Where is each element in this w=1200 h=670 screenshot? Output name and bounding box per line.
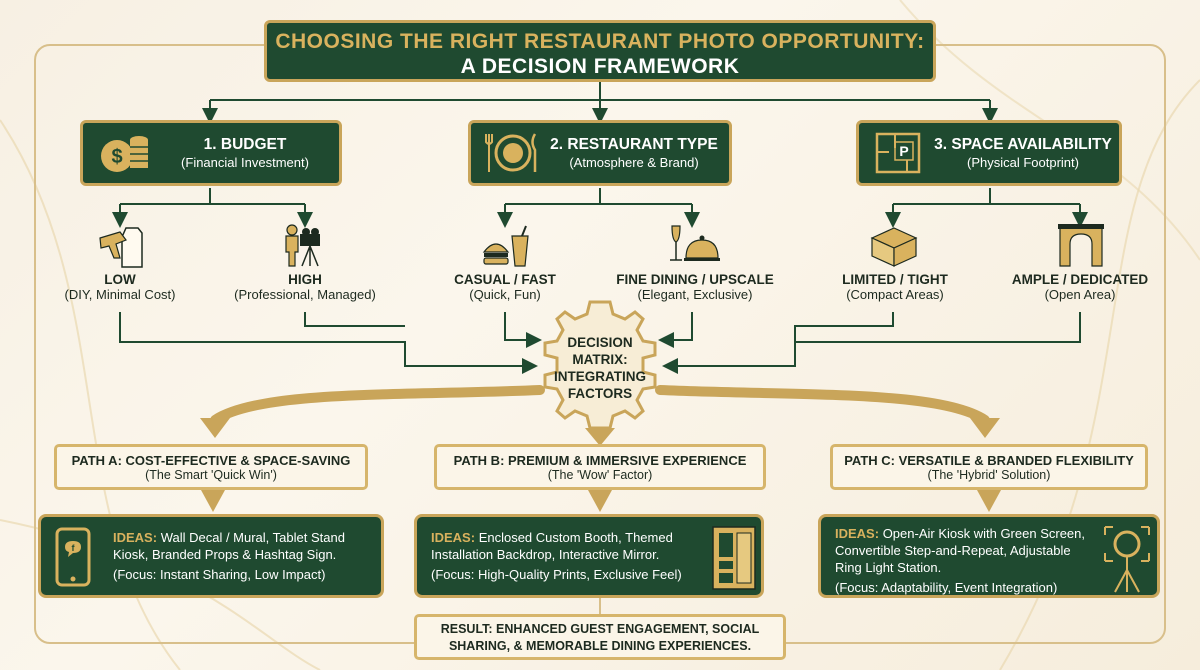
burger-drink-icon bbox=[482, 225, 529, 267]
archway-icon bbox=[1058, 224, 1104, 267]
ideas-focus: (Focus: Instant Sharing, Low Impact) bbox=[113, 567, 326, 582]
camera-operator-icon bbox=[285, 224, 320, 267]
ideas-label: IDEAS: bbox=[431, 530, 476, 545]
factor-title: 3. SPACE AVAILABILITY bbox=[934, 136, 1112, 153]
compact-booth-icon bbox=[870, 227, 918, 267]
option-budget-low: LOW (DIY, Minimal Cost) bbox=[30, 272, 210, 302]
option-subtitle: (Open Area) bbox=[1044, 287, 1116, 302]
option-space-limited: LIMITED / TIGHT (Compact Areas) bbox=[810, 272, 980, 302]
ideas-focus: (Focus: Adaptability, Event Integration) bbox=[835, 580, 1058, 595]
svg-text:$: $ bbox=[111, 146, 122, 168]
coins-dollar-icon: $ bbox=[101, 136, 148, 172]
ideas-list: Open-Air Kiosk with Green Screen, Conver… bbox=[835, 526, 1085, 575]
decision-matrix-label: DECISION MATRIX: INTEGRATING FACTORS bbox=[528, 334, 672, 402]
photo-booth-icon bbox=[712, 526, 756, 590]
decision-matrix-line: FACTORS bbox=[567, 386, 633, 401]
factor-space-availability: P 3. SPACE AVAILABILITY (Physical Footpr… bbox=[856, 120, 1122, 186]
floor-plan-icon: P bbox=[875, 132, 921, 174]
option-title: LIMITED / TIGHT bbox=[842, 272, 948, 287]
option-title: AMPLE / DEDICATED bbox=[1011, 272, 1149, 287]
title-line-2: A DECISION FRAMEWORK bbox=[460, 55, 740, 78]
decision-matrix-line: DECISION bbox=[567, 335, 633, 350]
path-subtitle: (The Smart 'Quick Win') bbox=[145, 468, 277, 482]
svg-text:f: f bbox=[72, 543, 76, 553]
result-text: RESULT: ENHANCED GUEST ENGAGEMENT, SOCIA… bbox=[440, 622, 760, 653]
gear-icon bbox=[543, 300, 657, 428]
path-a-box: PATH A: COST-EFFECTIVE & SPACE-SAVING (T… bbox=[54, 444, 368, 490]
factor-subtitle: (Financial Investment) bbox=[181, 155, 309, 170]
ideas-list: Wall Decal / Mural, Tablet Stand Kiosk, … bbox=[113, 530, 345, 562]
ideas-list: Enclosed Custom Booth, Themed Installati… bbox=[431, 530, 673, 562]
option-subtitle: (Compact Areas) bbox=[846, 287, 944, 302]
factor-title: 2. RESTAURANT TYPE bbox=[550, 136, 718, 153]
path-title: PATH B: PREMIUM & IMMERSIVE EXPERIENCE bbox=[453, 453, 747, 468]
option-subtitle: (Professional, Managed) bbox=[234, 287, 376, 302]
factor-restaurant-type: 2. RESTAURANT TYPE (Atmosphere & Brand) bbox=[468, 120, 732, 186]
factor-subtitle: (Physical Footprint) bbox=[967, 155, 1079, 170]
factor-title: 1. BUDGET bbox=[203, 136, 287, 153]
plate-cutlery-icon bbox=[485, 133, 537, 172]
path-subtitle: (The 'Hybrid' Solution) bbox=[927, 468, 1051, 482]
smartphone-icon: f bbox=[55, 527, 91, 587]
option-space-ample: AMPLE / DEDICATED (Open Area) bbox=[995, 272, 1165, 302]
option-budget-high: HIGH (Professional, Managed) bbox=[215, 272, 395, 302]
path-title: PATH C: VERSATILE & BRANDED FLEXIBILITY bbox=[844, 453, 1134, 468]
title-line-1: CHOOSING THE RIGHT RESTAURANT PHOTO OPPO… bbox=[275, 30, 925, 53]
ideas-text: IDEAS: Open-Air Kiosk with Green Screen,… bbox=[835, 525, 1091, 596]
decision-matrix-line: MATRIX: bbox=[572, 352, 628, 367]
option-subtitle: (DIY, Minimal Cost) bbox=[64, 287, 176, 302]
path-title: PATH A: COST-EFFECTIVE & SPACE-SAVING bbox=[71, 453, 351, 468]
result-box: RESULT: ENHANCED GUEST ENGAGEMENT, SOCIA… bbox=[414, 614, 786, 660]
ideas-box-b: IDEAS: Enclosed Custom Booth, Themed Ins… bbox=[414, 514, 764, 598]
path-c-box: PATH C: VERSATILE & BRANDED FLEXIBILITY … bbox=[830, 444, 1148, 490]
option-title: HIGH bbox=[288, 272, 322, 287]
option-subtitle: (Quick, Fun) bbox=[469, 287, 541, 302]
factor-budget: $ 1. BUDGET (Financial Investment) bbox=[80, 120, 342, 186]
ideas-text: IDEAS: Wall Decal / Mural, Tablet Stand … bbox=[113, 529, 379, 583]
decision-matrix-line: INTEGRATING bbox=[554, 369, 646, 384]
ideas-text: IDEAS: Enclosed Custom Booth, Themed Ins… bbox=[431, 529, 703, 583]
factor-subtitle: (Atmosphere & Brand) bbox=[569, 155, 699, 170]
path-subtitle: (The 'Wow' Factor) bbox=[547, 468, 653, 482]
ideas-focus: (Focus: High-Quality Prints, Exclusive F… bbox=[431, 567, 682, 582]
ideas-box-a: f IDEAS: Wall Decal / Mural, Tablet Stan… bbox=[38, 514, 384, 598]
ideas-label: IDEAS: bbox=[113, 530, 158, 545]
option-title: FINE DINING / UPSCALE bbox=[616, 272, 774, 287]
title-banner: CHOOSING THE RIGHT RESTAURANT PHOTO OPPO… bbox=[264, 20, 936, 82]
ideas-label: IDEAS: bbox=[835, 526, 880, 541]
option-subtitle: (Elegant, Exclusive) bbox=[637, 287, 753, 302]
floor-plan-letter: P bbox=[899, 143, 908, 159]
ideas-box-c: IDEAS: Open-Air Kiosk with Green Screen,… bbox=[818, 514, 1160, 598]
glue-gun-icon bbox=[99, 227, 143, 268]
option-type-fine-dining: FINE DINING / UPSCALE (Elegant, Exclusiv… bbox=[600, 272, 790, 302]
option-type-casual: CASUAL / FAST (Quick, Fun) bbox=[420, 272, 590, 302]
option-title: CASUAL / FAST bbox=[454, 272, 556, 287]
champagne-cloche-icon bbox=[670, 225, 720, 261]
path-b-box: PATH B: PREMIUM & IMMERSIVE EXPERIENCE (… bbox=[434, 444, 766, 490]
option-title: LOW bbox=[104, 272, 136, 287]
ring-light-icon bbox=[1104, 526, 1150, 593]
